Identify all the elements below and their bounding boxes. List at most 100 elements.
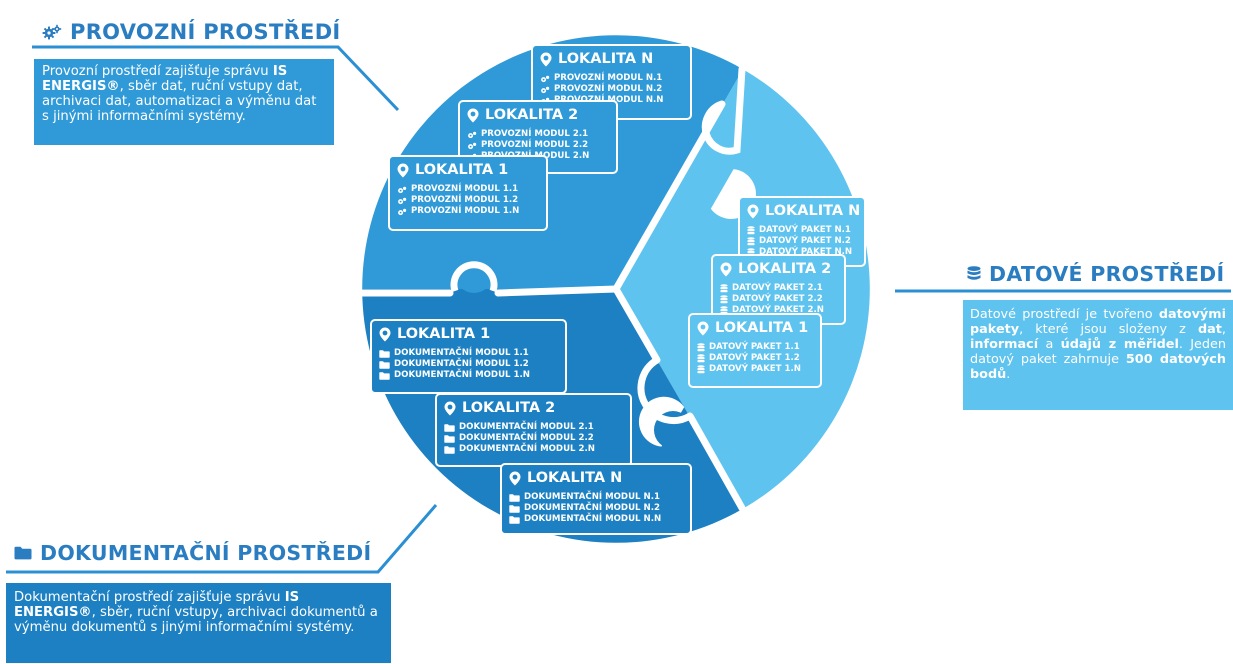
location-pin-icon bbox=[509, 471, 521, 485]
provozni-desc-text: Provozní prostředí zajišťuje správu bbox=[42, 64, 269, 79]
database-icon bbox=[967, 266, 981, 280]
list-item-label: DOKUMENTAČNÍ MODUL 2.2 bbox=[459, 433, 594, 443]
list-item-label: PROVOZNÍ MODUL N.1 bbox=[554, 73, 663, 83]
list-item: DATOVÝ PAKET 1.N bbox=[697, 364, 813, 375]
location-pin-icon bbox=[697, 321, 709, 335]
card-title-text: LOKALITA 2 bbox=[462, 400, 556, 416]
location-pin-icon bbox=[444, 401, 456, 415]
list-item-label: PROVOZNÍ MODUL 1.2 bbox=[411, 195, 519, 205]
database-icon bbox=[747, 237, 755, 246]
list-item-label: DOKUMENTAČNÍ MODUL 1.N bbox=[394, 370, 530, 380]
datove-header: DATOVÉ PROSTŘEDÍ bbox=[967, 262, 1224, 286]
list-item-label: PROVOZNÍ MODUL N.2 bbox=[554, 84, 663, 94]
card-title: LOKALITA 2 bbox=[720, 260, 837, 278]
list-item: DATOVÝ PAKET N.1 bbox=[747, 225, 857, 236]
datove-knob bbox=[686, 159, 724, 197]
database-icon bbox=[697, 343, 705, 352]
gears-icon bbox=[398, 197, 407, 204]
list-item-label: DATOVÝ PAKET N.2 bbox=[759, 236, 851, 246]
dokumentacni-desc-bold: IS ENERGIS® bbox=[14, 590, 300, 620]
provozni-desc-bold: IS ENERGIS® bbox=[42, 64, 288, 94]
list-item-label: DATOVÝ PAKET 2.1 bbox=[732, 283, 823, 293]
dokumentacni-title: DOKUMENTAČNÍ PROSTŘEDÍ bbox=[40, 541, 372, 565]
folder-icon bbox=[379, 349, 390, 358]
dokumentacni-desc-text: Dokumentační prostředí zajišťuje správu bbox=[14, 590, 281, 605]
list-item-label: PROVOZNÍ MODUL 2.1 bbox=[481, 129, 589, 139]
list-item-label: DOKUMENTAČNÍ MODUL 2.N bbox=[459, 444, 595, 454]
provozni-connector-line bbox=[32, 45, 400, 112]
list-item: PROVOZNÍ MODUL 1.1 bbox=[397, 184, 539, 195]
datove-desc-text-4: a bbox=[1045, 337, 1054, 352]
datove-description: Datové prostředí je tvořeno datovými pak… bbox=[963, 300, 1233, 410]
location-pin-icon bbox=[379, 327, 391, 341]
card-title: LOKALITA 1 bbox=[697, 319, 813, 337]
dokumentacni-card-lokalita-1: LOKALITA 1 DOKUMENTAČNÍ MODUL 1.1 DOKUME… bbox=[370, 319, 567, 394]
card-title: LOKALITA 2 bbox=[444, 399, 623, 417]
list-item-label: PROVOZNÍ MODUL 1.N bbox=[411, 206, 520, 216]
list-item: DOKUMENTAČNÍ MODUL 2.2 bbox=[444, 433, 623, 444]
folder-icon bbox=[444, 423, 455, 432]
datove-desc-bold-5: 500 datových bodů bbox=[970, 352, 1226, 382]
card-item-list: DATOVÝ PAKET 2.1 DATOVÝ PAKET 2.2 DATOVÝ… bbox=[720, 283, 837, 316]
knob-outlines bbox=[450, 68, 746, 424]
card-title: LOKALITA N bbox=[509, 469, 683, 487]
folder-icon bbox=[444, 445, 455, 454]
list-item-label: DATOVÝ PAKET 2.2 bbox=[732, 294, 823, 304]
gears-icon bbox=[398, 208, 407, 215]
list-item: DOKUMENTAČNÍ MODUL 1.1 bbox=[379, 348, 558, 359]
list-item: DOKUMENTAČNÍ MODUL 2.1 bbox=[444, 422, 623, 433]
list-item: DOKUMENTAČNÍ MODUL 2.N bbox=[444, 444, 623, 455]
card-title: LOKALITA 1 bbox=[379, 325, 558, 343]
provozni-description: Provozní prostředí zajišťuje správu IS E… bbox=[34, 59, 334, 145]
card-title-text: LOKALITA N bbox=[558, 51, 654, 67]
card-title-text: LOKALITA 2 bbox=[485, 107, 579, 123]
card-title: LOKALITA 1 bbox=[397, 161, 539, 179]
provozni-card-lokalita-1: LOKALITA 1 PROVOZNÍ MODUL 1.1 PROVOZNÍ M… bbox=[388, 155, 548, 231]
gears-icon bbox=[468, 131, 477, 138]
folder-icon bbox=[509, 515, 520, 524]
datove-card-lokalita-1: LOKALITA 1 DATOVÝ PAKET 1.1 DATOVÝ PAKET… bbox=[688, 313, 822, 388]
list-item-label: PROVOZNÍ MODUL 1.1 bbox=[411, 184, 519, 194]
list-item: DOKUMENTAČNÍ MODUL 1.2 bbox=[379, 359, 558, 370]
list-item-label: DOKUMENTAČNÍ MODUL N.2 bbox=[524, 503, 660, 513]
list-item-label: DATOVÝ PAKET 1.2 bbox=[709, 353, 800, 363]
provozni-desc-text-2: , sběr dat, ruční vstupy dat, archivaci … bbox=[42, 79, 317, 124]
database-icon bbox=[697, 365, 705, 374]
card-item-list: DOKUMENTAČNÍ MODUL 2.1 DOKUMENTAČNÍ MODU… bbox=[444, 422, 623, 455]
gears-icon bbox=[468, 142, 477, 149]
database-icon bbox=[720, 295, 728, 304]
list-item: PROVOZNÍ MODUL 2.1 bbox=[467, 129, 609, 140]
list-item: DATOVÝ PAKET 2.1 bbox=[720, 283, 837, 294]
datove-title: DATOVÉ PROSTŘEDÍ bbox=[989, 262, 1225, 286]
card-item-list: DOKUMENTAČNÍ MODUL N.1 DOKUMENTAČNÍ MODU… bbox=[509, 492, 683, 525]
card-title-text: LOKALITA 1 bbox=[397, 326, 491, 342]
list-item-label: DOKUMENTAČNÍ MODUL 1.1 bbox=[394, 348, 529, 358]
list-item: PROVOZNÍ MODUL N.2 bbox=[540, 84, 683, 95]
database-icon bbox=[720, 284, 728, 293]
list-item: PROVOZNÍ MODUL 1.N bbox=[397, 206, 539, 217]
location-pin-icon bbox=[397, 163, 409, 177]
datove-desc-text: Datové prostředí je tvořeno bbox=[970, 307, 1153, 322]
datove-desc-text-3: , bbox=[1221, 322, 1226, 337]
card-title-text: LOKALITA 1 bbox=[715, 320, 809, 336]
datove-desc-bold-3: informací bbox=[970, 337, 1039, 352]
datove-desc-text-2: , které jsou složeny z bbox=[1019, 322, 1186, 337]
dokumentacni-description: Dokumentační prostředí zajišťuje správu … bbox=[6, 583, 391, 663]
card-item-list: DATOVÝ PAKET 1.1 DATOVÝ PAKET 1.2 DATOVÝ… bbox=[697, 342, 813, 375]
database-icon bbox=[697, 354, 705, 363]
card-item-list: PROVOZNÍ MODUL 1.1 PROVOZNÍ MODUL 1.2 PR… bbox=[397, 184, 539, 217]
card-title-text: LOKALITA 2 bbox=[738, 261, 832, 277]
location-pin-icon bbox=[747, 204, 759, 218]
list-item: DOKUMENTAČNÍ MODUL N.N bbox=[509, 514, 683, 525]
folder-icon bbox=[444, 434, 455, 443]
card-title-text: LOKALITA N bbox=[765, 203, 861, 219]
folder-icon bbox=[379, 371, 390, 380]
dokumentacni-header: DOKUMENTAČNÍ PROSTŘEDÍ bbox=[14, 541, 371, 565]
dokumentacni-card-lokalita-2: LOKALITA 2 DOKUMENTAČNÍ MODUL 2.1 DOKUME… bbox=[435, 393, 632, 467]
list-item-label: DATOVÝ PAKET N.1 bbox=[759, 225, 851, 235]
list-item-label: DOKUMENTAČNÍ MODUL N.N bbox=[524, 514, 662, 524]
provozni-title: PROVOZNÍ PROSTŘEDÍ bbox=[70, 20, 341, 44]
datove-desc-text-5: . Jeden datový paket zahrnuje bbox=[970, 337, 1226, 367]
list-item-label: DATOVÝ PAKET 1.1 bbox=[709, 342, 800, 352]
list-item: DOKUMENTAČNÍ MODUL N.2 bbox=[509, 503, 683, 514]
